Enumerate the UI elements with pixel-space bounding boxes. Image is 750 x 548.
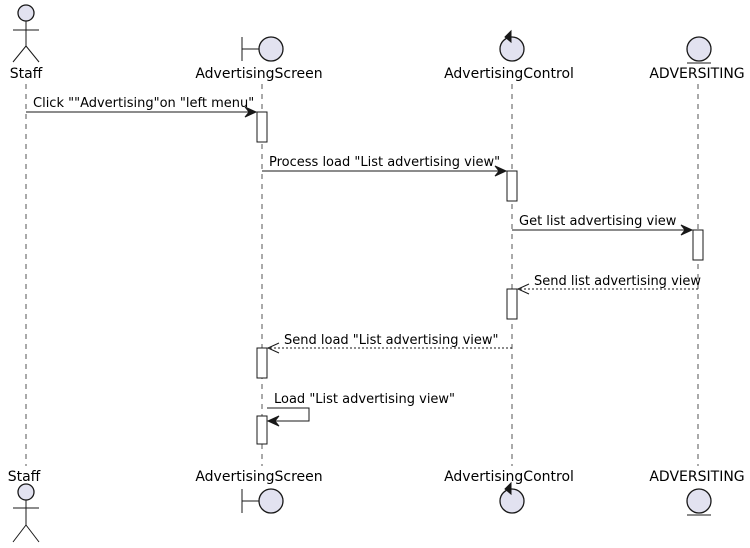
participant-advertising-control-bottom: AdvertisingControl: [444, 469, 574, 514]
arrow-head: [266, 342, 280, 354]
entity-icon: [686, 488, 712, 516]
arrow-head: [516, 283, 530, 295]
message-label: Load "List advertising view": [274, 392, 455, 407]
participant-staff-bottom: Staff: [8, 469, 41, 543]
participant-label: AdvertisingControl: [444, 469, 574, 485]
arrow-head: [266, 415, 280, 427]
activation-bar: [506, 288, 518, 320]
participant-label: AdvertisingScreen: [195, 469, 322, 485]
arrow-head: [494, 165, 508, 177]
message-send-list: Send list advertising view: [516, 274, 701, 295]
arrow-head: [244, 106, 258, 118]
activation-bar: [256, 347, 268, 379]
control-icon: [499, 29, 525, 62]
message-label: Click ""Advertising"on "left menu": [33, 96, 254, 111]
participant-staff-top: Staff: [10, 4, 43, 82]
participant-label: AdvertisingScreen: [195, 66, 322, 82]
message-label: Process load "List advertising view": [269, 155, 500, 170]
actor-icon: [12, 4, 40, 63]
activation-bar: [256, 415, 268, 445]
activation-bar: [506, 170, 518, 202]
control-icon: [499, 481, 525, 514]
entity-icon: [686, 36, 712, 64]
participant-label: Staff: [10, 66, 43, 82]
message-label: Send list advertising view: [534, 274, 701, 289]
participant-adversiting-bottom: ADVERSITING: [649, 469, 745, 516]
message-label: Get list advertising view: [519, 214, 677, 229]
participant-advertising-screen-top: AdvertisingScreen: [195, 36, 323, 82]
participant-label: Staff: [8, 469, 41, 485]
participant-advertising-control-top: AdvertisingControl: [444, 29, 574, 82]
boundary-icon: [241, 36, 284, 62]
participant-adversiting-top: ADVERSITING: [649, 36, 745, 82]
participant-advertising-screen-bottom: AdvertisingScreen: [195, 469, 323, 514]
message-load-list: Load "List advertising view": [266, 392, 455, 427]
activation-bar: [256, 111, 268, 143]
participant-label: ADVERSITING: [649, 469, 744, 485]
activation-bar: [692, 229, 704, 261]
boundary-icon: [241, 488, 284, 514]
message-send-load: Send load "List advertising view": [266, 333, 512, 354]
message-click-advertising: Click ""Advertising"on "left menu": [26, 96, 258, 118]
arrow-head: [680, 224, 694, 236]
participant-label: ADVERSITING: [649, 66, 744, 82]
message-label: Send load "List advertising view": [284, 333, 499, 348]
message-process-load: Process load "List advertising view": [262, 155, 508, 177]
participant-label: AdvertisingControl: [444, 66, 574, 82]
actor-icon: [12, 483, 40, 543]
message-get-list: Get list advertising view: [512, 214, 694, 236]
